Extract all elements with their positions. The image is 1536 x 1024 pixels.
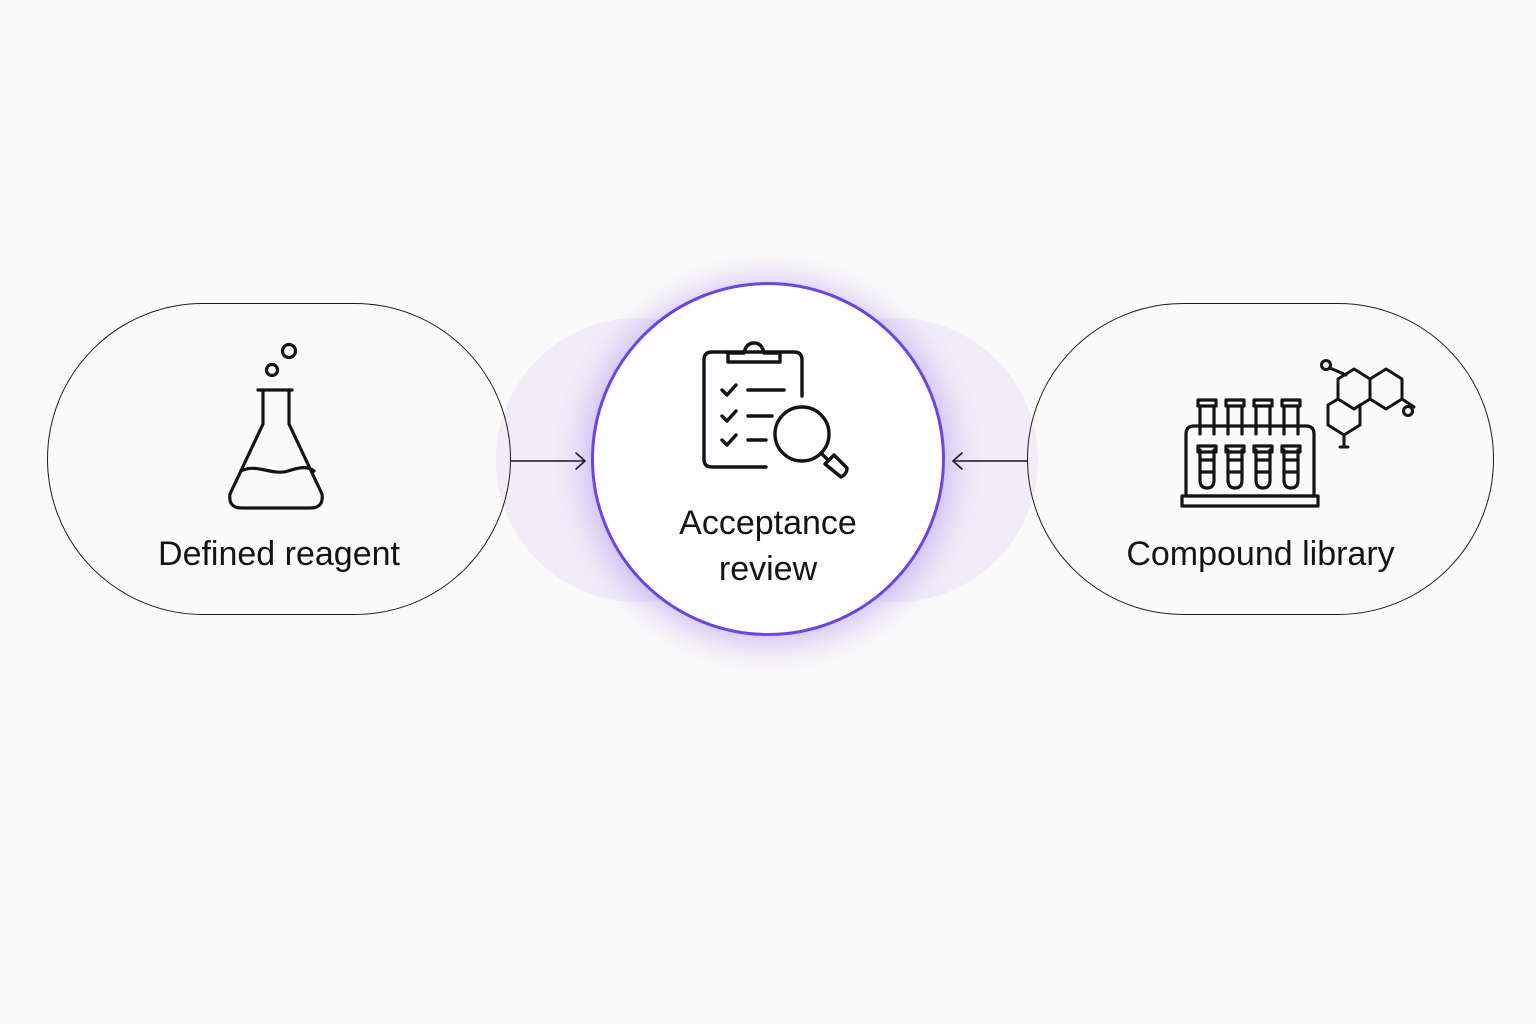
compound-library-node [1027, 303, 1494, 615]
arrow-library-to-review [952, 452, 1028, 470]
acceptance-review-node [591, 282, 945, 636]
acceptance-review-label: Acceptance review [591, 500, 945, 592]
acceptance-review-label-line2: review [718, 550, 818, 588]
molecule-icon [1320, 359, 1416, 449]
clipboard-search-icon [702, 341, 849, 479]
defined-reagent-node [47, 303, 511, 615]
test-tube-rack-icon [1180, 398, 1320, 508]
acceptance-review-label-line1: Acceptance [679, 504, 857, 542]
compound-library-label: Compound library [1126, 535, 1395, 573]
arrow-reagent-to-review [511, 452, 586, 470]
defined-reagent-label: Defined reagent [158, 535, 400, 573]
flask-icon [228, 342, 324, 510]
